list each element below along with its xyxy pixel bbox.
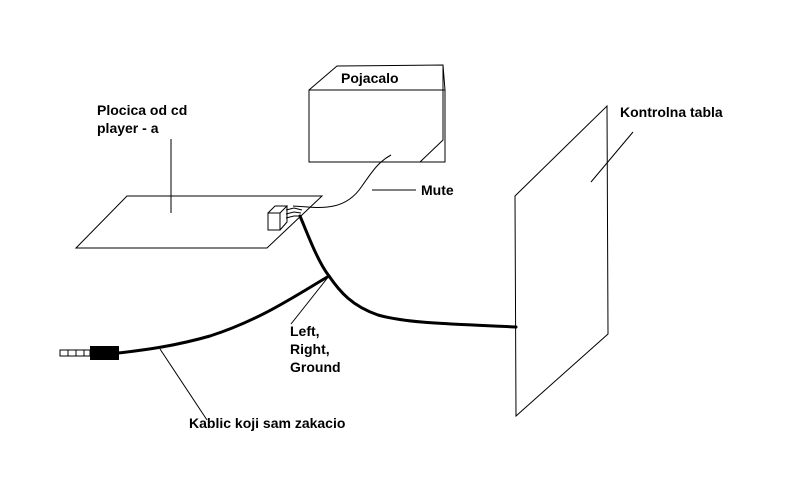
- leader-kablic: [159, 348, 208, 421]
- label-ground: Ground: [290, 359, 341, 375]
- control-panel: [514, 104, 609, 418]
- cd-player-board: [74, 195, 324, 249]
- board-connector: [267, 205, 303, 231]
- signal-cable: [298, 214, 518, 329]
- label-kontrolna-tabla: Kontrolna tabla: [620, 104, 723, 120]
- label-plocica-line2: player - a: [97, 120, 159, 136]
- label-pojacalo: Pojacalo: [341, 70, 399, 86]
- leader-lrg: [290, 275, 330, 325]
- jack-cable: [116, 274, 331, 355]
- label-left: Left,: [290, 323, 320, 339]
- amplifier-box: [308, 64, 446, 163]
- leader-kontrolna: [590, 131, 634, 183]
- label-right: Right,: [290, 341, 330, 357]
- mute-wire: [292, 154, 392, 208]
- label-plocica-line1: Plocica od cd: [97, 102, 188, 118]
- label-kablic: Kablic koji sam zakacio: [189, 415, 346, 431]
- audio-jack: [59, 346, 119, 360]
- label-mute: Mute: [421, 182, 454, 198]
